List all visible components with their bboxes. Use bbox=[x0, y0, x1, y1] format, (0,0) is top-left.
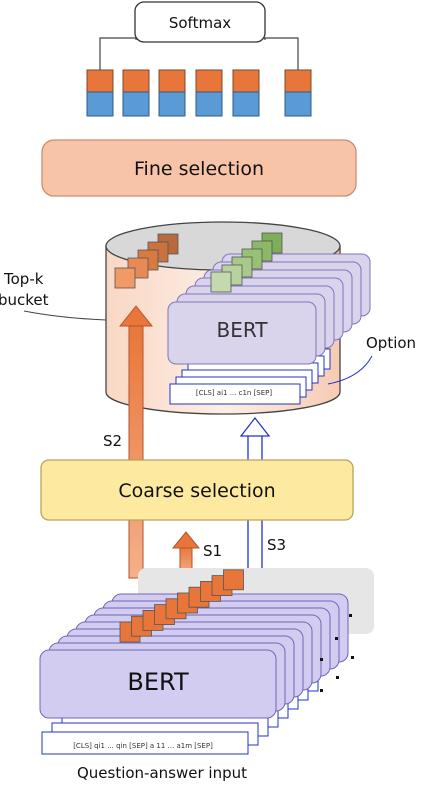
score-cell-top bbox=[86, 69, 114, 93]
score-cell-top bbox=[195, 69, 223, 93]
top-k-label: Top-k bbox=[3, 270, 44, 288]
softmax-box bbox=[134, 1, 266, 43]
ellipsis-dots bbox=[320, 614, 354, 692]
lower-bert-label: BERT bbox=[127, 668, 189, 696]
option-input-text: [CLS] ai1 ... c1n [SEP] bbox=[196, 389, 273, 397]
upper-bert-label: BERT bbox=[216, 318, 268, 342]
fine-selection-label: Fine selection bbox=[134, 158, 264, 180]
score-cell-top bbox=[158, 69, 186, 93]
score-cell-bottom bbox=[232, 91, 260, 117]
s2-label: S2 bbox=[103, 432, 122, 450]
softmax-connector bbox=[99, 37, 299, 70]
score-cell-top bbox=[232, 69, 260, 93]
bucket-label-text: bucket bbox=[0, 291, 49, 309]
s1-label: S1 bbox=[203, 542, 222, 560]
upper-bert-stack bbox=[167, 253, 371, 365]
coarse-selection-box bbox=[40, 459, 354, 521]
option-label: Option bbox=[366, 334, 416, 352]
score-cell-bottom bbox=[86, 91, 114, 117]
score-cell-bottom bbox=[122, 91, 150, 117]
qa-input-box bbox=[41, 731, 249, 755]
option-pointer bbox=[327, 355, 373, 385]
qa-input-text: [CLS] qi1 ... qin [SEP] a 11 ... a1m [SE… bbox=[73, 742, 213, 750]
option-input-box bbox=[169, 383, 301, 405]
lower-bert-layer bbox=[39, 649, 277, 719]
softmax-label: Softmax bbox=[169, 14, 231, 32]
qa-caption: Question-answer input bbox=[77, 764, 247, 782]
s3-label: S3 bbox=[267, 536, 286, 554]
candidate-embeddings bbox=[119, 569, 244, 643]
softmax-group: Softmax bbox=[99, 1, 299, 70]
selected-embeddings bbox=[114, 232, 283, 293]
score-cell-bottom bbox=[158, 91, 186, 117]
score-cells bbox=[86, 69, 312, 117]
top-k-pointer bbox=[23, 310, 107, 321]
score-cell-top bbox=[122, 69, 150, 93]
score-cell-bottom bbox=[195, 91, 223, 117]
coarse-selection-label: Coarse selection bbox=[118, 480, 275, 502]
score-cell-bottom bbox=[284, 91, 312, 117]
fine-selection-box bbox=[41, 139, 357, 197]
orange-embedding bbox=[114, 267, 136, 289]
candidate-embedding bbox=[223, 569, 244, 591]
upper-bert-layer bbox=[167, 301, 317, 365]
score-cell-top bbox=[284, 69, 312, 93]
green-embedding bbox=[210, 271, 232, 293]
